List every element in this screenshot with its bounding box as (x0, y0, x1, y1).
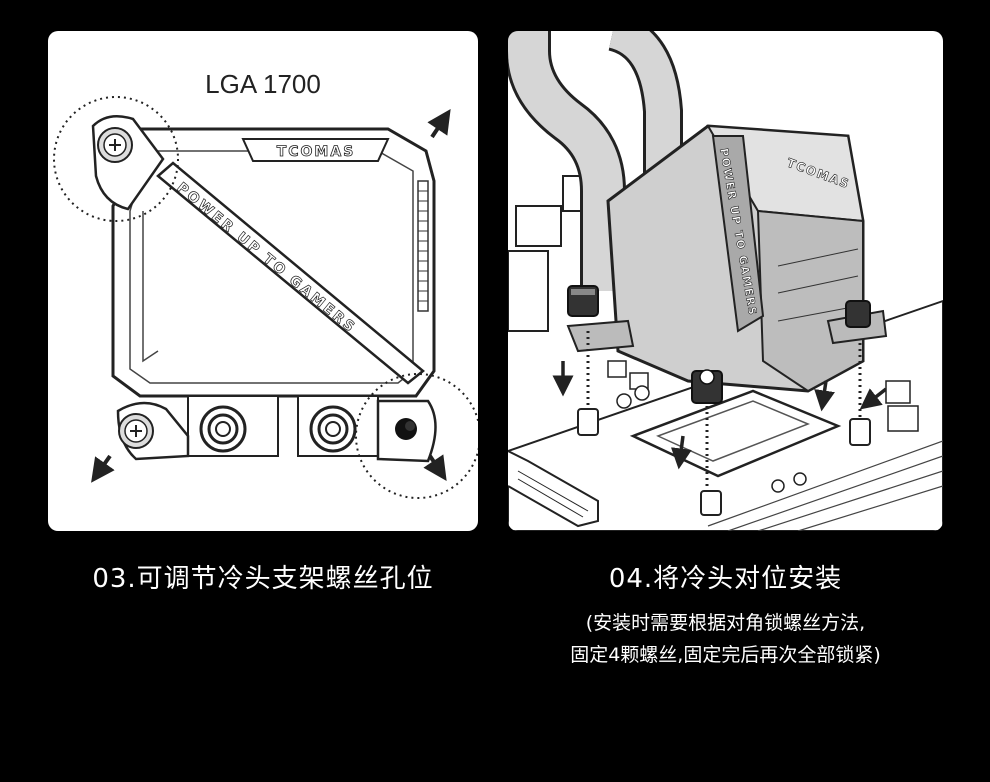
screw-knob-icon (691, 369, 723, 404)
arrow-down-icon (814, 380, 835, 412)
step-3-caption: 03.可调节冷头支架螺丝孔位 (92, 564, 434, 594)
highlight-circle-bottom-right (355, 373, 478, 499)
fitting-left (199, 405, 247, 453)
highlight-circle-top-left (53, 96, 179, 222)
arrow-down-left-icon (859, 387, 888, 410)
screw-bottom-left-icon (118, 413, 154, 449)
installation-diagram-panel: POWER UP TO GAMERS TCOMAS (508, 31, 943, 531)
arrow-down-icon (670, 435, 692, 470)
step-4-note-line-1: (安装时需要根据对角锁螺丝方法, (585, 612, 866, 634)
bracket-diagram-panel: LGA 1700 TCOMAS POWER UP TO GAMERS (48, 31, 478, 531)
pump-block-top-view: TCOMAS POWER UP TO GAMERS (53, 96, 478, 499)
screw-knob-icon (845, 300, 871, 328)
screw-top-left-icon (97, 127, 133, 163)
arrow-up-right-icon (427, 109, 451, 139)
arrow-down-left-icon (91, 454, 115, 483)
step-4-caption: 04.将冷头对位安装 (608, 564, 843, 594)
screw-hole-icon (395, 418, 417, 440)
arrow-down-right-icon (423, 454, 447, 481)
screw-knob-icon (567, 285, 599, 317)
step-4-note-line-2: 固定4颗螺丝,固定完后再次全部锁紧) (570, 644, 881, 666)
fitting-right (309, 405, 357, 453)
socket-label: LGA 1700 (205, 69, 321, 99)
brand-text: TCOMAS (277, 144, 356, 160)
pump-mounted-on-motherboard: POWER UP TO GAMERS TCOMAS (508, 31, 943, 531)
